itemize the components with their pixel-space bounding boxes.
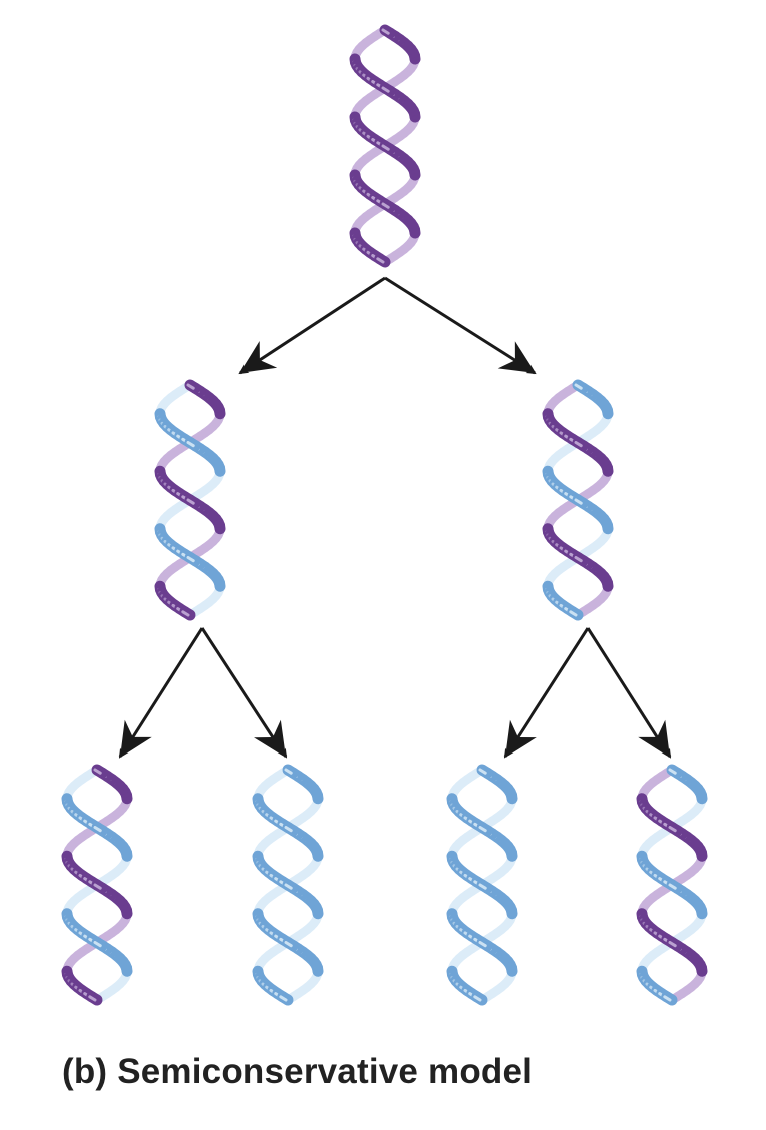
dna-helix (252, 764, 324, 1006)
strand-highlight (381, 28, 390, 35)
strand-highlight (93, 883, 102, 890)
strand-highlight (478, 883, 487, 890)
arrowhead (497, 341, 535, 373)
dna-helix (542, 379, 614, 621)
strand-highlight (473, 995, 482, 1002)
strand-highlight (93, 941, 102, 948)
strand-highlight (574, 383, 583, 390)
strand-highlight (186, 498, 195, 505)
strand-highlight (574, 441, 583, 448)
replication-arrow (384, 276, 537, 375)
strand-highlight (381, 144, 390, 151)
strand-highlight (186, 556, 195, 563)
strand-highlight (574, 498, 583, 505)
helices (61, 24, 708, 1006)
strand-highlight (186, 383, 195, 390)
strand-highlight (88, 995, 97, 1002)
arrows (118, 276, 672, 759)
strand-highlight (668, 941, 677, 948)
strand-highlight (284, 883, 293, 890)
figure-caption: (b) Semiconservative model (62, 1052, 533, 1091)
strand-highlight (478, 826, 487, 833)
strand-highlight (93, 768, 102, 775)
dna-helix (636, 764, 708, 1006)
strand-highlight (186, 441, 195, 448)
strand-highlight (381, 86, 390, 93)
strand-highlight (93, 826, 102, 833)
strand-highlight (284, 768, 293, 775)
replication-arrow (200, 627, 288, 759)
strand-highlight (284, 941, 293, 948)
replication-arrow (586, 627, 672, 759)
arrowhead (254, 719, 286, 757)
strand-highlight (381, 202, 390, 209)
arrowhead (505, 719, 537, 757)
strand-highlight (181, 610, 190, 617)
strand-highlight (279, 995, 288, 1002)
parental-generation (349, 24, 421, 268)
strand-highlight (478, 941, 487, 948)
replication-arrow (503, 627, 590, 759)
dna-helix (446, 764, 518, 1006)
strand-highlight (668, 883, 677, 890)
strand-highlight (574, 556, 583, 563)
second-generation-generation (61, 764, 708, 1006)
replication-arrow (238, 276, 386, 375)
dna-helix (154, 379, 226, 621)
arrowhead (638, 719, 670, 757)
strand-highlight (668, 826, 677, 833)
first-generation-generation (154, 379, 614, 621)
arrowhead (120, 719, 152, 757)
strand-highlight (569, 610, 578, 617)
strand-highlight (478, 768, 487, 775)
strand-highlight (376, 257, 385, 264)
strand-highlight (663, 995, 672, 1002)
dna-helix (61, 764, 133, 1006)
strand-highlight (284, 826, 293, 833)
strand-highlight (668, 768, 677, 775)
replication-arrow (118, 627, 204, 759)
arrowhead (240, 340, 278, 373)
replication-diagram (61, 24, 708, 1006)
dna-helix (349, 24, 421, 268)
